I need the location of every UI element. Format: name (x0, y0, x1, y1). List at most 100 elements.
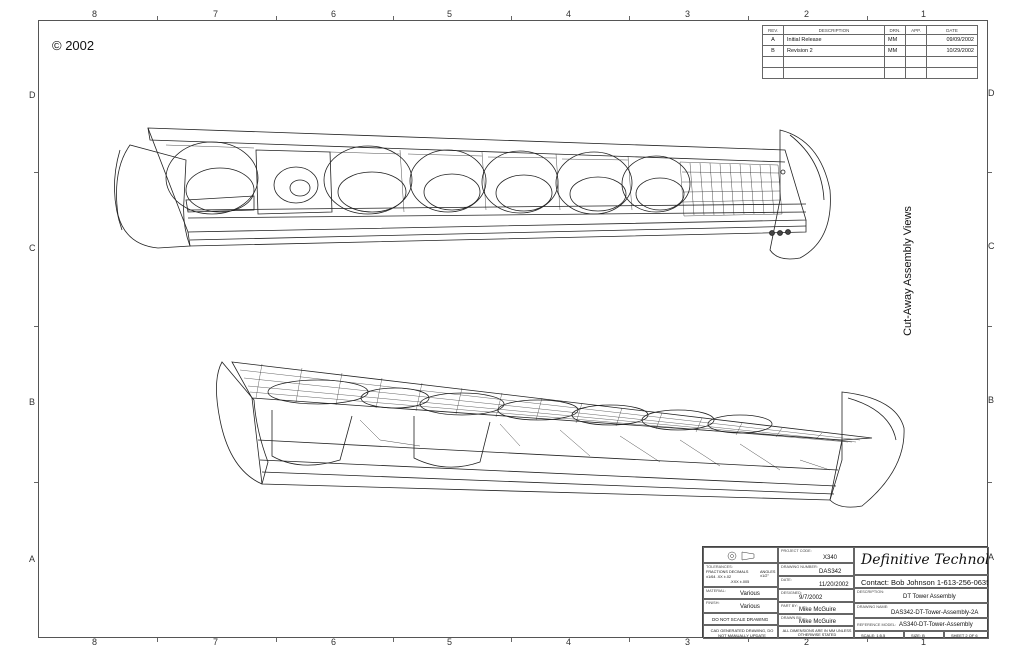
zone-tick (511, 16, 512, 20)
part-by-cell: PART BY: Mike McGuire (778, 602, 854, 614)
contact-cell: Contact: Bob Johnson 1-613-256-0635 (854, 575, 989, 588)
reference-model-label: REFERENCE MODEL: (857, 623, 897, 627)
drawn-by-value: Mike McGuire (799, 619, 837, 625)
zone-label-bottom: 7 (213, 637, 219, 647)
drawn-by-cell: DRAWN BY: Mike McGuire (778, 614, 854, 626)
scale-value: SCALE: 1:5.5 (861, 633, 886, 638)
zone-label-left: B (29, 397, 36, 407)
tolerances-cell: TOLERANCES: FRACTIONS DECIMALS ±1/64 .XX… (703, 563, 778, 587)
zone-tick (748, 16, 749, 20)
drawing-name-label: DRAWING NAME: (857, 605, 889, 609)
drawing-number-cell: DRAWING NUMBER: DAS342 (778, 563, 854, 576)
designed-cell: DESIGNED: 9/7/2002 (778, 589, 854, 602)
project-code-label: PROJECT CODE: (781, 549, 812, 553)
zone-label-top: 8 (92, 9, 98, 19)
zone-label-bottom: 5 (447, 637, 453, 647)
cad-note: CAD GENERATED DRAWING, DO NOT MANUALLY U… (710, 628, 774, 638)
sheet-cell: SHEET 2 OF 6 (944, 631, 989, 639)
zone-label-right: A (988, 552, 995, 562)
designed-value: 9/7/2002 (799, 595, 823, 601)
zone-tick (988, 172, 992, 173)
dims-note-cell: ALL DIMENSIONS ARE IN MM UNLESS OTHERWIS… (778, 626, 854, 639)
zone-label-top: 5 (447, 9, 453, 19)
zone-label-bottom: 6 (331, 637, 337, 647)
designed-label: DESIGNED: (781, 591, 802, 595)
part-by-value: Mike McGuire (799, 607, 837, 613)
zone-label-bottom: 3 (685, 637, 691, 647)
material-cell: MATERIAL: Various (703, 587, 778, 599)
zone-label-right: C (988, 241, 995, 251)
dims-note: ALL DIMENSIONS ARE IN MM UNLESS OTHERWIS… (782, 629, 852, 637)
zone-tick (629, 638, 630, 642)
revision-table: REV. DESCRIPTION DRN. APP. DATE A Initia… (762, 25, 978, 79)
cad-note-cell: CAD GENERATED DRAWING, DO NOT MANUALLY U… (703, 625, 778, 639)
zone-tick (511, 638, 512, 642)
zone-label-left: A (29, 554, 36, 564)
zone-label-top: 1 (921, 9, 927, 19)
drawing-number-label: DRAWING NUMBER: (781, 565, 818, 569)
date-label: DATE: (781, 578, 792, 582)
drawing-frame (38, 20, 988, 638)
tolerance-angles: ANGLES ±1/2° (760, 570, 776, 578)
description-value: DT Tower Assembly (903, 594, 956, 600)
zone-tick (629, 16, 630, 20)
zone-tick (157, 638, 158, 642)
brand-cell: Definitive Technology (854, 547, 989, 575)
zone-label-bottom: 2 (804, 637, 810, 647)
finish-value: Various (740, 604, 760, 610)
copyright-text: © 2002 (52, 38, 95, 53)
third-angle-projection-icon (727, 551, 755, 561)
date-cell: DATE: 11/20/2002 (778, 576, 854, 589)
zone-label-bottom: 4 (566, 637, 572, 647)
reference-model-value: AS340-DT-Tower-Assembly (899, 622, 973, 628)
drawing-number-value: DAS342 (819, 569, 842, 575)
zone-tick (276, 16, 277, 20)
zone-label-top: 4 (566, 9, 572, 19)
project-code-cell: PROJECT CODE: X340 (778, 547, 854, 563)
zone-label-right: B (988, 395, 995, 405)
size-value: SIZE: B (911, 633, 925, 638)
zone-tick (34, 326, 38, 327)
revision-row-empty (762, 67, 978, 79)
zone-tick (34, 172, 38, 173)
do-not-scale-note: DO NOT SCALE DRAWING (712, 617, 769, 622)
zone-tick (276, 638, 277, 642)
brand-logo: Definitive Technology (861, 552, 989, 568)
tolerances-label: TOLERANCES: (706, 565, 733, 569)
zone-label-top: 3 (685, 9, 691, 19)
top-cutaway-view (114, 127, 831, 260)
zone-tick (748, 638, 749, 642)
zone-tick (988, 326, 992, 327)
date-value: 11/20/2002 (819, 582, 849, 588)
sheet-value: SHEET 2 OF 6 (951, 633, 978, 638)
description-cell: DESCRIPTION: DT Tower Assembly (854, 588, 989, 603)
revision-row: A Initial Release MM 09/09/2002 (762, 34, 978, 46)
material-value: Various (740, 591, 760, 597)
project-code-value: X340 (823, 555, 838, 561)
tolerance-line-2: ±1/64 .XX ±.02 (706, 575, 732, 579)
part-by-label: PART BY: (781, 604, 798, 608)
title-block: TOLERANCES: FRACTIONS DECIMALS ±1/64 .XX… (702, 546, 989, 639)
finish-label: FINISH: (706, 601, 720, 605)
do-not-scale-cell: DO NOT SCALE DRAWING (703, 613, 778, 625)
zone-tick (157, 16, 158, 20)
drawn-by-label: DRAWN BY: (781, 616, 803, 620)
zone-label-top: 7 (213, 9, 219, 19)
drawing-name-cell: DRAWING NAME: DAS342-DT-Tower-Assembly-2… (854, 603, 989, 618)
tolerance-line-3: .XXX ±.005 (730, 580, 750, 584)
material-label: MATERIAL: (706, 589, 726, 593)
scale-cell: SCALE: 1:5.5 (854, 631, 904, 639)
zone-tick (988, 482, 992, 483)
zone-tick (867, 16, 868, 20)
reference-model-cell: REFERENCE MODEL: AS340-DT-Tower-Assembly (854, 618, 989, 631)
description-label: DESCRIPTION: (857, 590, 885, 594)
projection-symbol-cell (703, 547, 778, 563)
zone-label-right: D (988, 88, 995, 98)
zone-tick (393, 638, 394, 642)
zone-label-bottom: 1 (921, 637, 927, 647)
drawing-name-value: DAS342-DT-Tower-Assembly-2A (891, 610, 979, 616)
finish-cell: FINISH: Various (703, 599, 778, 613)
zone-tick (393, 16, 394, 20)
